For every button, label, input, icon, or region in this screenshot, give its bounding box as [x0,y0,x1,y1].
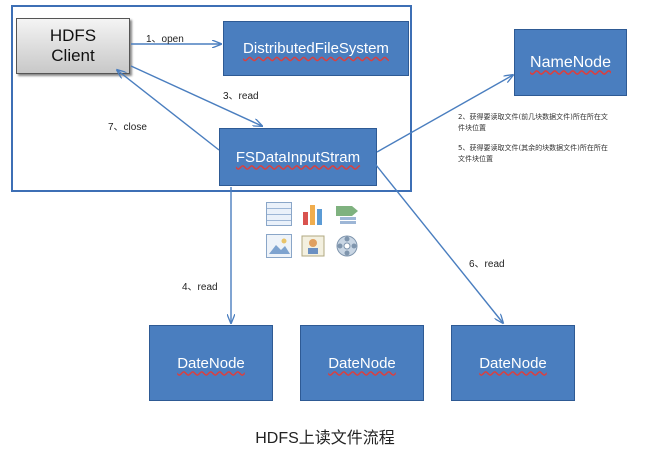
media-icon [334,234,360,258]
step-open-label: 1、open [146,34,184,45]
step-get-locations-5-note: 5、获得要读取文件(其余的块数据文件)所在所在文件块位置 [458,144,608,163]
step-get-locations-2-note: 2、获得要读取文件(前几块数据文件)所在所在文件块位置 [458,113,608,132]
picture-icon [266,234,292,258]
client-jvm-frame [11,5,412,192]
content-placeholder-icons [266,200,362,262]
hdfs-client-label-line2: Client [51,46,95,65]
namenode-box: NameNode [514,29,627,96]
bar-chart-icon [300,202,326,226]
datanode-box-1: DateNode [149,325,273,401]
arrow-read-3 [130,65,262,126]
step-close-label: 7、close [108,122,147,133]
arrow-get-locations [376,75,513,153]
table-icon [266,202,292,226]
hdfs-client-box: HDFS Client [16,18,130,74]
datanode-box-2: DateNode [300,325,424,401]
arrow-close [117,70,220,151]
smartart-icon [334,202,360,226]
fsdatainputstream-box: FSDataInputStram [219,128,377,186]
step-read-3-label: 3、read [223,91,259,102]
datanode-box-3: DateNode [451,325,575,401]
clipart-icon [300,234,326,258]
step-read-6-label: 6、read [469,259,505,270]
diagram-caption: HDFS上读文件流程 [255,430,395,447]
distributed-filesystem-box: DistributedFileSystem [223,21,409,76]
step-read-4-label: 4、read [182,282,218,293]
hdfs-client-label-line1: HDFS [49,26,97,45]
arrow-read-6 [371,159,503,323]
